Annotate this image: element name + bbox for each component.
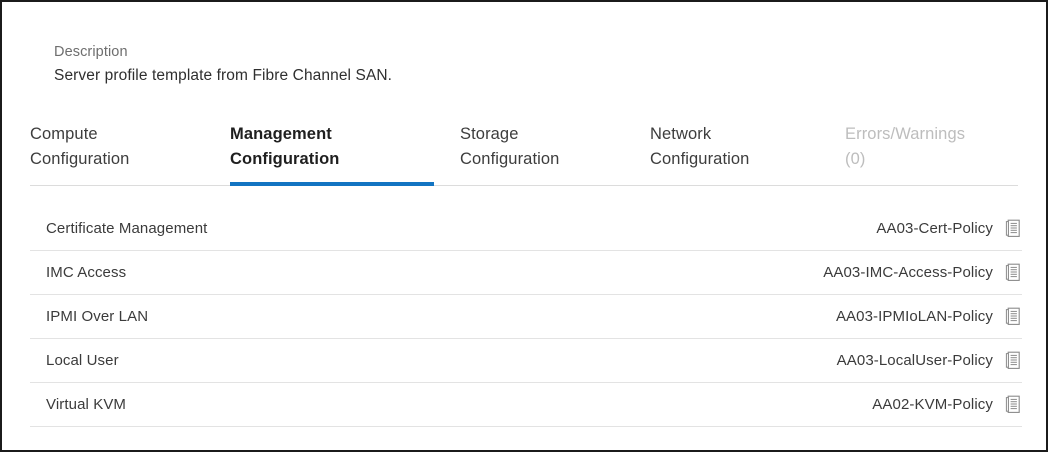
table-row[interactable]: IPMI Over LAN AA03-IPMIoLAN-Policy <box>30 295 1022 339</box>
document-policy-icon[interactable] <box>1005 395 1022 414</box>
policy-name: IPMI Over LAN <box>46 308 149 325</box>
policy-value: AA03-Cert-Policy <box>876 220 993 237</box>
table-row[interactable]: IMC Access AA03-IMC-Access-Policy <box>30 251 1022 295</box>
policy-value: AA03-LocalUser-Policy <box>836 352 993 369</box>
table-row[interactable]: Virtual KVM AA02-KVM-Policy <box>30 383 1022 427</box>
policy-value-group: AA03-Cert-Policy <box>876 219 1022 238</box>
policy-value: AA03-IPMIoLAN-Policy <box>835 308 993 325</box>
document-policy-icon[interactable] <box>1005 307 1022 326</box>
description-block: Description Server profile template from… <box>54 42 392 87</box>
document-policy-icon[interactable] <box>1005 351 1022 370</box>
policy-value: AA03-IMC-Access-Policy <box>823 264 993 281</box>
tab-management-configuration[interactable]: Management Configuration <box>230 122 440 172</box>
configuration-tabs: Compute Configuration Management Configu… <box>30 122 1018 186</box>
policy-name: IMC Access <box>46 264 127 281</box>
policy-name: Certificate Management <box>46 220 208 237</box>
description-value: Server profile template from Fibre Chann… <box>54 67 393 84</box>
tab-network-configuration[interactable]: Network Configuration <box>650 122 835 172</box>
document-policy-icon[interactable] <box>1005 263 1022 282</box>
table-row[interactable]: Certificate Management AA03-Cert-Policy <box>30 207 1022 251</box>
policy-name: Virtual KVM <box>46 396 127 413</box>
policy-value-group: AA03-IPMIoLAN-Policy <box>836 307 1022 326</box>
tab-storage-configuration[interactable]: Storage Configuration <box>460 122 640 172</box>
document-policy-icon[interactable] <box>1005 219 1022 238</box>
policy-value-group: AA02-KVM-Policy <box>872 395 1022 414</box>
tabs-underline <box>30 185 1018 186</box>
tab-compute-configuration[interactable]: Compute Configuration <box>30 122 220 172</box>
management-policy-table: Certificate Management AA03-Cert-Policy <box>30 207 1022 427</box>
table-row[interactable]: Local User AA03-LocalUser-Policy <box>30 339 1022 383</box>
policy-value-group: AA03-LocalUser-Policy <box>837 351 1022 370</box>
policy-value-group: AA03-IMC-Access-Policy <box>823 263 1022 282</box>
active-tab-indicator <box>230 182 434 186</box>
tab-errors-warnings[interactable]: Errors/Warnings (0) <box>845 122 1045 172</box>
policy-name: Local User <box>46 352 119 369</box>
policy-value: AA02-KVM-Policy <box>872 396 993 413</box>
description-label: Description <box>54 44 128 60</box>
